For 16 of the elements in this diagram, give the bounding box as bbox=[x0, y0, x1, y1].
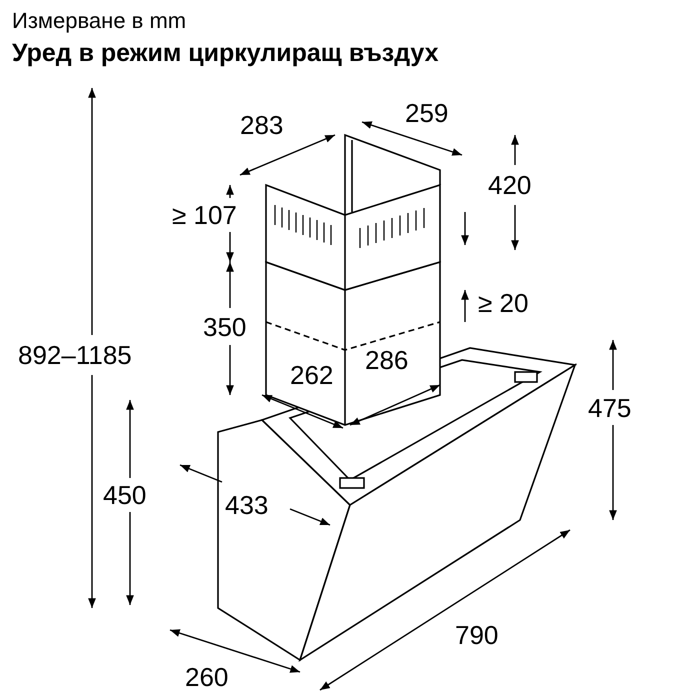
dimension-label: 892–1185 bbox=[18, 340, 132, 370]
dimension-label: 350 bbox=[203, 312, 246, 342]
dimension-label: 433 bbox=[225, 490, 268, 520]
dimension-label: ≥ 107 bbox=[172, 200, 237, 230]
unit-note: Измерване в mm bbox=[12, 7, 186, 35]
dimension-label: 286 bbox=[365, 345, 408, 375]
dimension-label: 420 bbox=[488, 170, 532, 200]
dimension-label: 450 bbox=[103, 480, 146, 510]
dimension-label: ≥ 20 bbox=[478, 288, 528, 318]
dimension-label: 260 bbox=[185, 662, 228, 692]
dimension-label: 262 bbox=[290, 360, 334, 390]
heading: Уред в режим циркулиращ въздух bbox=[12, 38, 439, 68]
dimension-label: 790 bbox=[455, 620, 498, 650]
dimension-label: 283 bbox=[240, 110, 284, 140]
dimension-label: 259 bbox=[405, 98, 448, 128]
dimension-label: 475 bbox=[588, 393, 632, 423]
